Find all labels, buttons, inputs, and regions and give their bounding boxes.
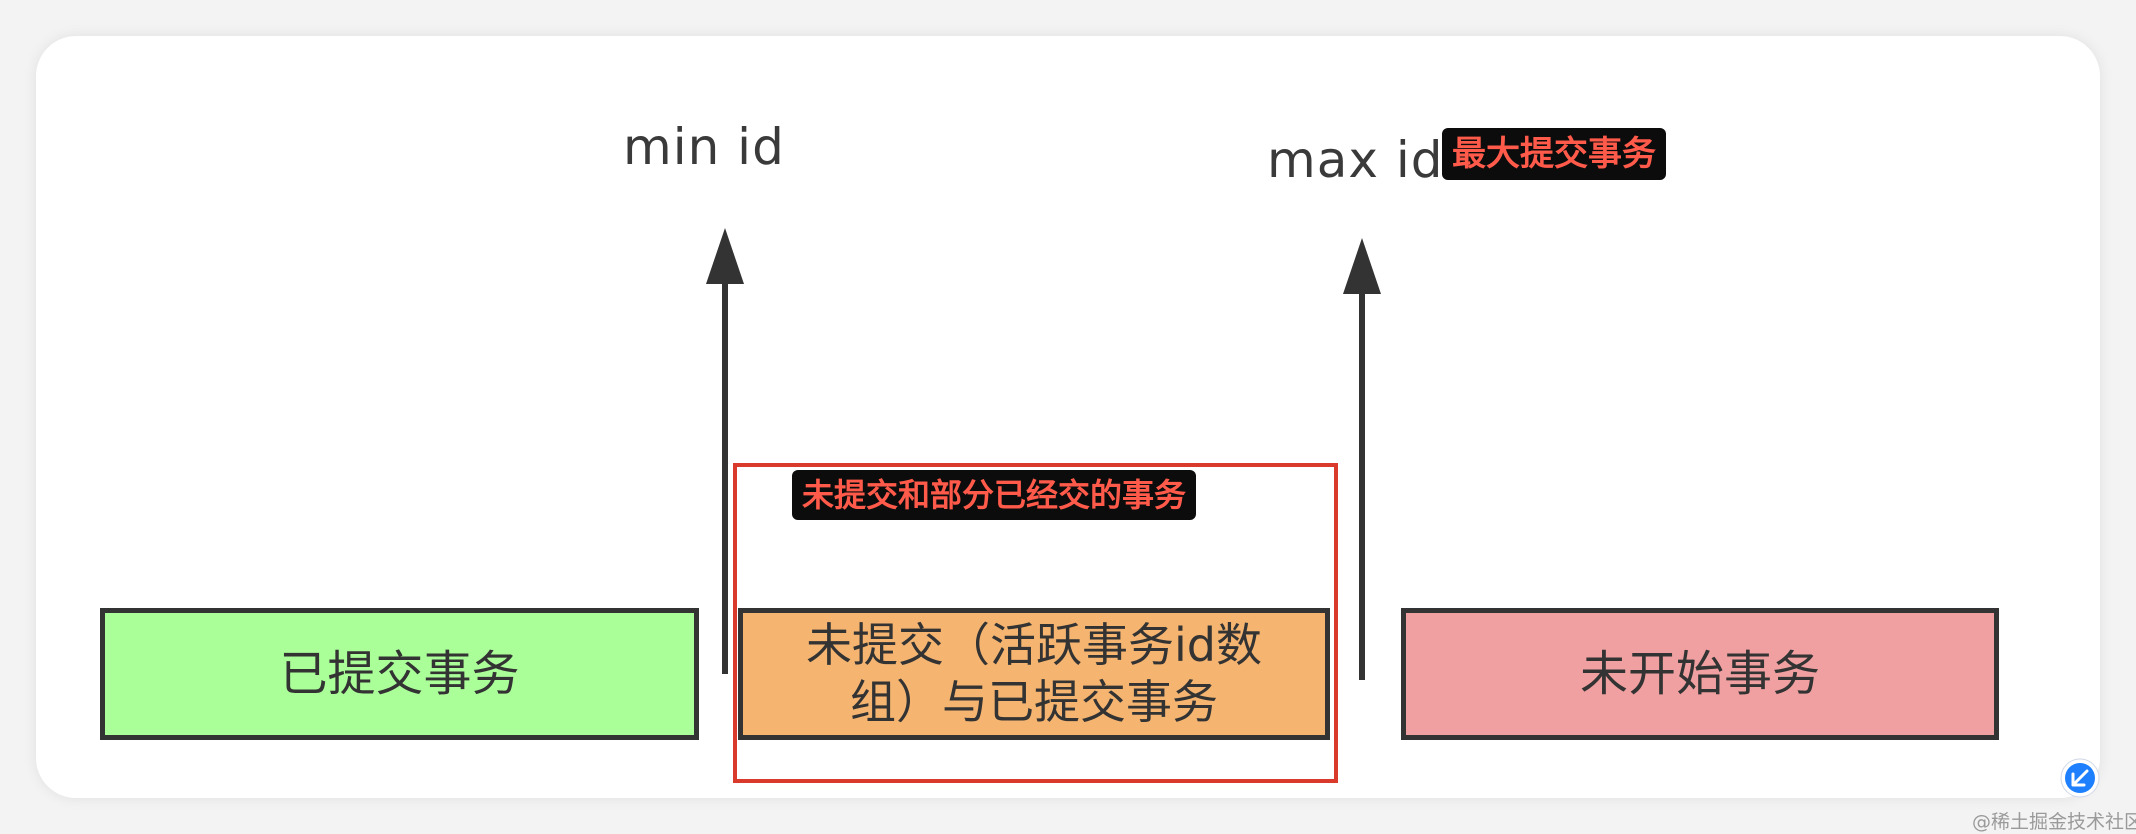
uncommitted-highlight-frame (733, 463, 1338, 783)
active-transactions-box: 未提交（活跃事务id数 组）与已提交事务 (738, 608, 1330, 740)
active-transactions-line2: 组）与已提交事务 (849, 675, 1218, 729)
min-id-arrow (706, 228, 744, 674)
juejin-logo-icon (2060, 758, 2100, 798)
not-started-transactions-label: 未开始事务 (1579, 646, 1820, 702)
active-transactions-line1: 未提交（活跃事务id数 (806, 617, 1262, 672)
committed-transactions-box: 已提交事务 (100, 608, 699, 740)
max-id-label: max id (1267, 131, 1444, 189)
not-started-transactions-box: 未开始事务 (1401, 608, 1999, 740)
uncommitted-partial-tag: 未提交和部分已经交的事务 (792, 470, 1197, 520)
committed-transactions-label: 已提交事务 (279, 646, 520, 702)
max-committed-tag: 最大提交事务 (1442, 128, 1666, 180)
watermark-text: @稀土掘金技术社区 (1972, 811, 2136, 833)
min-id-label: min id (623, 118, 785, 176)
max-id-arrow (1343, 238, 1381, 680)
active-transactions-text: 未提交（活跃事务id数 组）与已提交事务 (806, 617, 1262, 732)
